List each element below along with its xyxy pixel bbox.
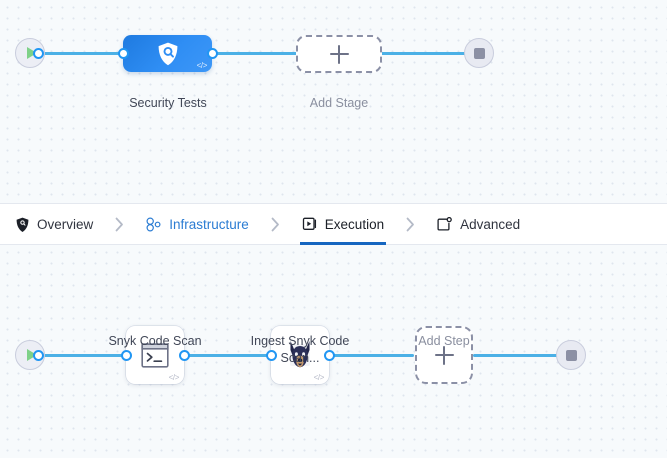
step-label-ingest-snyk-code-scan: Ingest Snyk Code Scan... [250,334,350,365]
port-steps-start-out[interactable] [33,350,44,361]
connector-start-to-snyk-code-scan [38,354,126,357]
play-icon [26,47,37,59]
add-stage-label: Add Stage [309,96,369,110]
add-step-node[interactable] [415,326,473,384]
tab-advanced-label: Advanced [460,216,521,232]
tab-separator-icon [101,217,138,232]
connector-security-tests-to-add-stage [210,52,306,55]
nodes-cluster-icon [146,216,161,232]
tab-overview[interactable]: Overview [8,204,101,244]
stages-pipeline-canvas[interactable]: </> Security Tests Add Stage [0,0,667,203]
stop-icon [565,349,577,361]
snyk-dog-icon [290,341,310,368]
stages-flow: </> Security Tests Add Stage [0,0,667,203]
play-icon [26,349,37,361]
port-security-tests-out[interactable] [207,48,218,59]
add-stage-node[interactable] [296,35,382,73]
tab-execution-label: Execution [324,216,385,232]
tab-execution[interactable]: Execution [294,204,392,245]
tab-advanced[interactable]: Advanced [429,204,528,244]
pipeline-end-node[interactable] [464,38,494,68]
play-box-icon [302,217,317,231]
stage-node-security-tests[interactable]: </> [123,35,212,72]
tab-separator-icon [257,217,294,232]
terminal-icon [141,342,169,368]
plus-icon [329,44,349,64]
code-badge: </> [168,373,180,382]
steps-flow: </> Snyk Code Scan </> [0,245,667,458]
shield-scan-icon [158,42,177,65]
connector-snyk-code-scan-to-ingest [183,354,271,357]
connector-start-to-security-tests [38,52,134,55]
connector-add-step-to-end [473,354,561,357]
code-badge: </> [313,373,325,382]
port-ingest-snyk-out[interactable] [324,350,335,361]
tab-infrastructure-label: Infrastructure [169,216,249,232]
pipeline-start-node[interactable] [15,38,45,68]
port-security-tests-in[interactable] [118,48,129,59]
tab-overview-label: Overview [37,216,94,232]
connector-ingest-to-add-step [328,354,414,357]
port-snyk-code-scan-out[interactable] [179,350,190,361]
stage-label-security-tests: Security Tests [129,96,207,110]
plus-icon [434,345,454,365]
port-start-out[interactable] [33,48,44,59]
tab-infrastructure[interactable]: Infrastructure [138,204,257,244]
pipeline-section-tabs[interactable]: Overview Infrastructure [0,203,667,245]
stop-icon [473,47,485,59]
connector-add-stage-to-end [376,52,472,55]
window-gear-icon [437,216,452,232]
code-badge: </> [196,61,208,70]
port-snyk-code-scan-in[interactable] [121,350,132,361]
step-label-snyk-code-scan: Snyk Code Scan [108,334,202,348]
add-step-label: Add Step [418,334,470,348]
steps-execution-canvas[interactable]: </> Snyk Code Scan </> [0,245,667,458]
port-ingest-snyk-in[interactable] [266,350,277,361]
step-node-ingest-snyk-code-scan[interactable]: </> [271,326,329,384]
steps-end-node[interactable] [556,340,586,370]
shield-icon [16,217,29,232]
tab-separator-icon [392,217,429,232]
